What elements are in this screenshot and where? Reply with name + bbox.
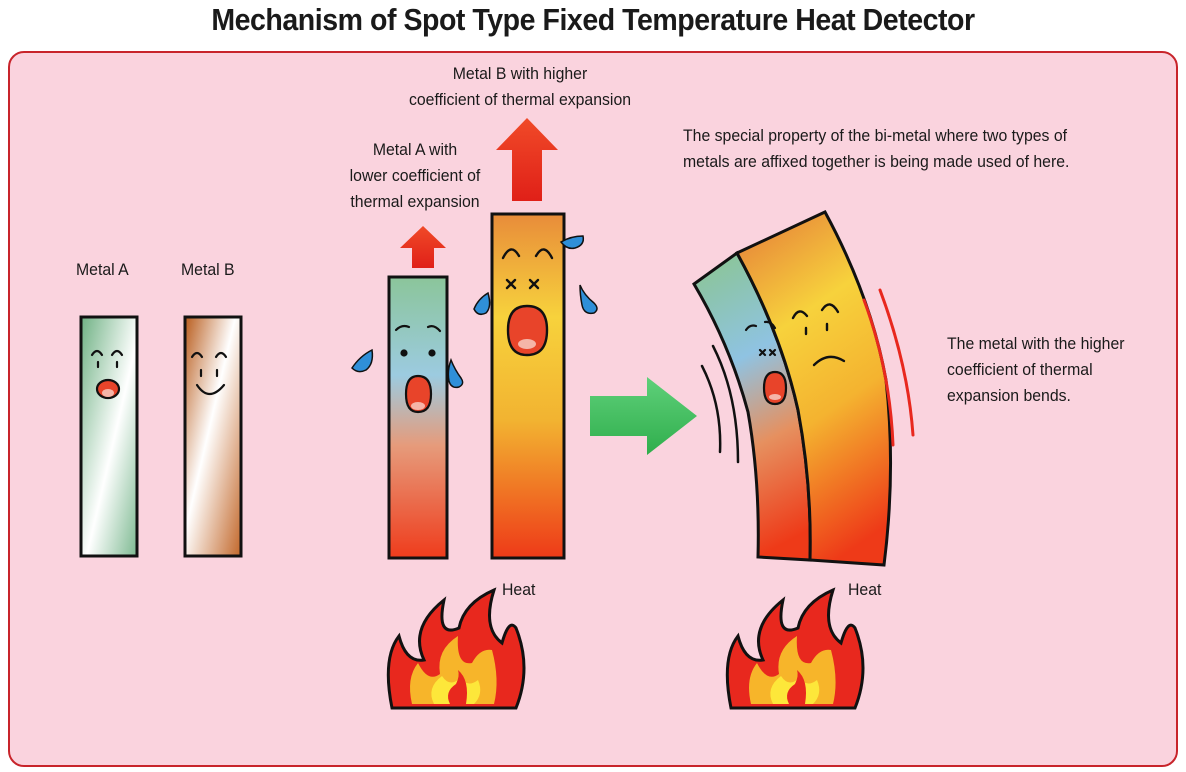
page-title: Mechanism of Spot Type Fixed Temperature… — [211, 2, 975, 37]
right-arrow-icon — [590, 377, 697, 455]
heat-label-left: Heat — [502, 580, 536, 599]
worried-face-icon — [791, 303, 846, 367]
heat-label-right: Heat — [848, 580, 882, 599]
metal-b-label: Metal B — [181, 260, 235, 279]
sweat-drop-icon — [579, 284, 598, 315]
metal-b-heated-bar — [490, 212, 566, 560]
sweat-drop-icon — [351, 348, 374, 373]
bend-note: The metal with the higher coefficient of… — [947, 334, 1125, 405]
metal-b-description: Metal B with higher coefficient of therm… — [408, 64, 632, 109]
sweat-drop-icon — [559, 235, 585, 250]
worried-face-icon — [744, 320, 788, 406]
motion-lines-icon — [700, 288, 915, 464]
up-arrow-icon — [496, 118, 558, 201]
smiley-face-icon — [90, 349, 124, 400]
sweat-drop-icon — [473, 291, 491, 316]
metal-a-description: Metal A with lower coefficient of therma… — [349, 140, 481, 211]
metal-b-bar — [183, 315, 243, 558]
flame-icon — [725, 587, 865, 710]
metal-a-label: Metal A — [76, 260, 129, 279]
bimetal-note: The special property of the bi-metal whe… — [683, 126, 1070, 171]
up-arrow-icon — [400, 226, 446, 268]
bimetal-bent — [692, 210, 893, 567]
smiley-face-icon — [190, 351, 228, 396]
flame-icon — [386, 587, 526, 710]
sweat-drop-icon — [447, 357, 464, 389]
worried-face-icon — [394, 324, 442, 414]
worried-face-icon — [501, 248, 554, 357]
metal-a-bar — [79, 315, 139, 558]
metal-a-heated-bar — [387, 275, 449, 560]
